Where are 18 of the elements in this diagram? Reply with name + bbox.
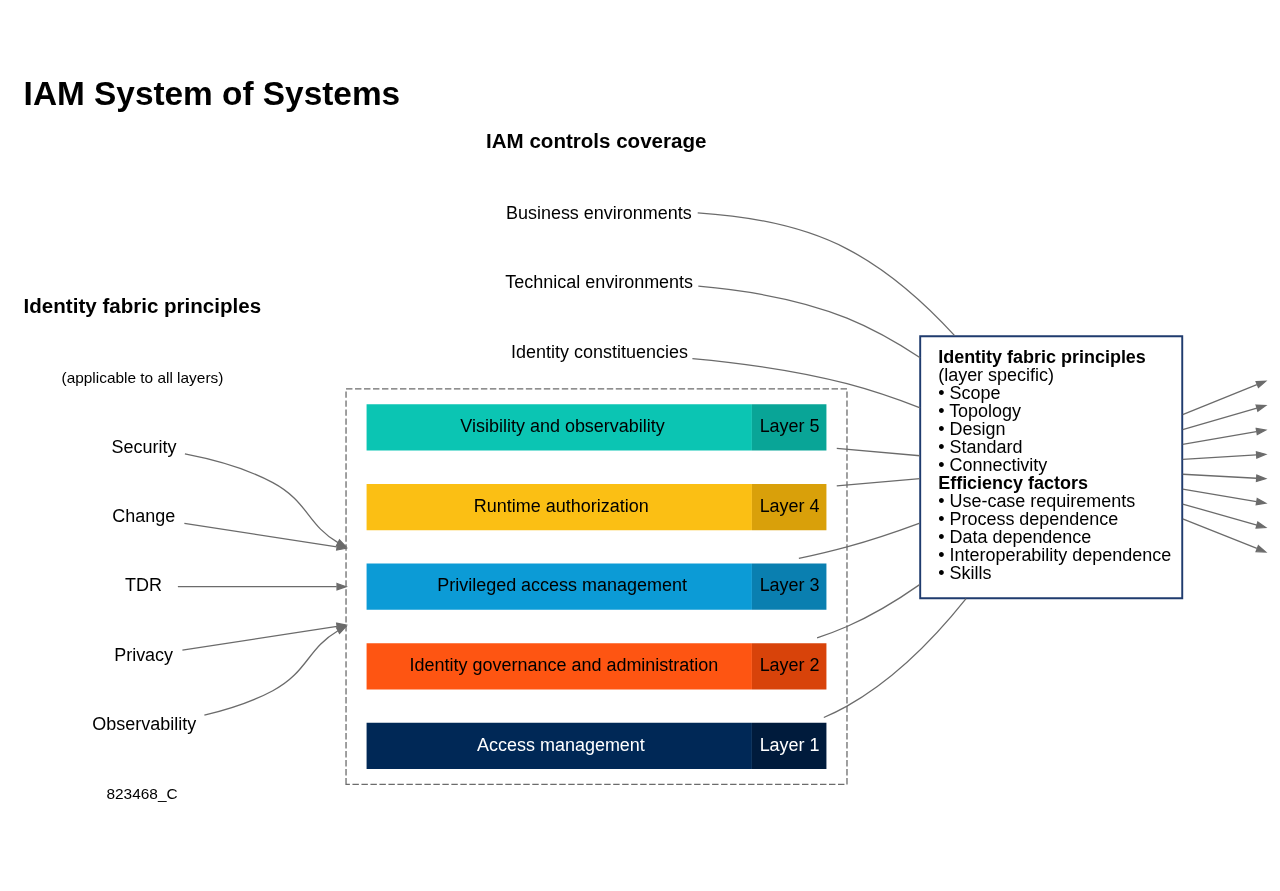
node-label: Layer 5 [759,415,820,436]
label: 823468_C [106,784,178,802]
label: IAM controls coverage [486,128,707,152]
label: (applicable to all layers) [61,368,224,386]
node-label: Layer 4 [759,495,820,516]
node-text: TDR [125,574,163,595]
node-text: Security [111,436,177,457]
node-text: Change [112,505,176,526]
node-label: Layer 2 [759,654,820,675]
node-text: Business environments [505,202,692,223]
label: Identity fabric principles [23,293,262,317]
node-text: Privacy [114,644,174,665]
node-label: Layer 3 [759,574,820,595]
node-text: Identity constituencies [511,341,688,362]
node-text: Technical environments [505,271,694,292]
node-text: Observability [92,713,197,734]
node-label: Layer 1 [759,734,820,755]
diagram-title: IAM System of Systems [23,74,401,112]
